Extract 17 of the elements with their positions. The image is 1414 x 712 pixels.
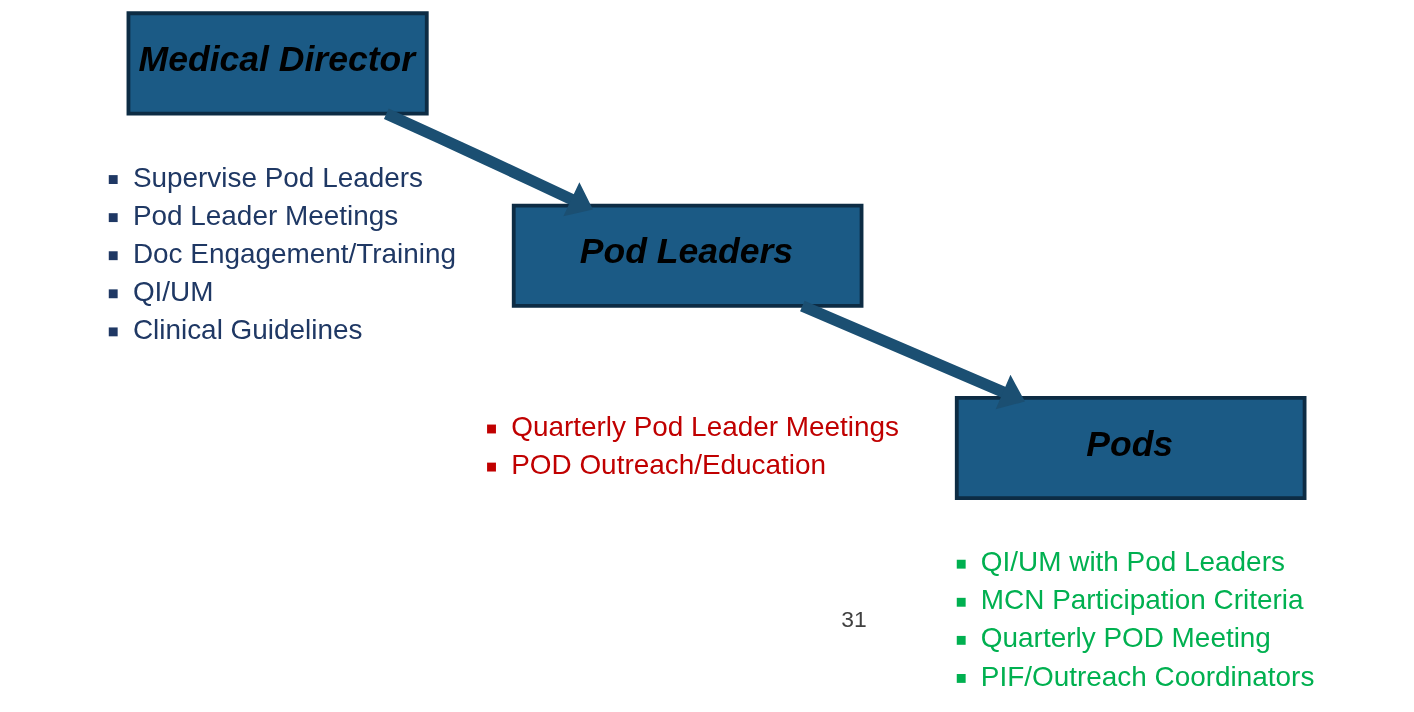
- node-label: MCN Participation Criteria: [980, 584, 1304, 616]
- node-box: Pod Leaders: [511, 203, 864, 308]
- node-label: QI/UM with Pod Leaders: [980, 546, 1285, 578]
- arrow: [383, 108, 593, 217]
- node-label: Supervise Pod Leaders: [132, 161, 423, 193]
- node-label: QI/UM: [132, 275, 214, 307]
- arrow: [800, 300, 1025, 410]
- node-box: Pods: [954, 396, 1307, 501]
- node-label: Pod Leader Meetings: [132, 199, 399, 231]
- node-label: Doc Engagement/Training: [132, 237, 457, 269]
- node-label: Quarterly POD Meeting: [980, 622, 1271, 654]
- node-label: PIF/Outreach Coordinators: [980, 660, 1315, 692]
- label: 31: [841, 605, 867, 632]
- node-label: Quarterly Pod Leader Meetings: [511, 411, 899, 443]
- node-label: POD Outreach/Education: [511, 449, 827, 481]
- node-box: Medical Director: [126, 11, 429, 116]
- node-label: Clinical Guidelines: [132, 313, 363, 345]
